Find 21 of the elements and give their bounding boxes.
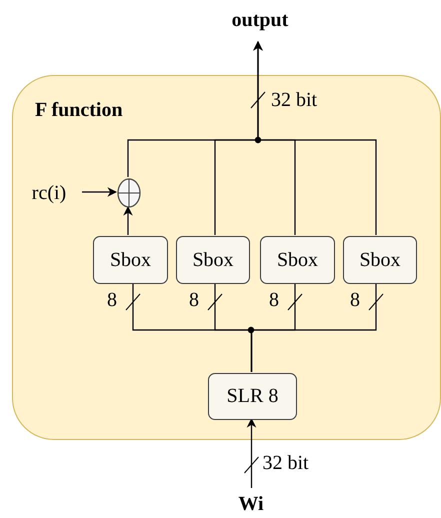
bus-width-label: 32 bit	[271, 90, 318, 110]
edge-label: 8	[189, 290, 199, 310]
signal-label: output	[232, 8, 288, 32]
process-box: Sbox	[93, 236, 168, 284]
arrow	[82, 187, 117, 197]
process-box: Sbox	[176, 236, 250, 284]
arrow	[253, 41, 377, 235]
connector-line	[250, 283, 377, 372]
arrow	[123, 206, 133, 235]
panel-title: F function	[35, 99, 123, 122]
signal-label: Wi	[238, 492, 264, 516]
arrow	[246, 418, 256, 488]
function-panel	[12, 75, 441, 440]
edge-label: 8	[350, 290, 360, 310]
process-box: SLR 8	[208, 373, 297, 420]
edge-label: 8	[107, 290, 117, 310]
signal-label: rc(i)	[32, 182, 66, 204]
process-box: Sbox	[260, 236, 335, 284]
edge-label: 32 bit	[262, 453, 309, 473]
process-box: Sbox	[343, 236, 417, 284]
edge-label: 8	[269, 290, 279, 310]
